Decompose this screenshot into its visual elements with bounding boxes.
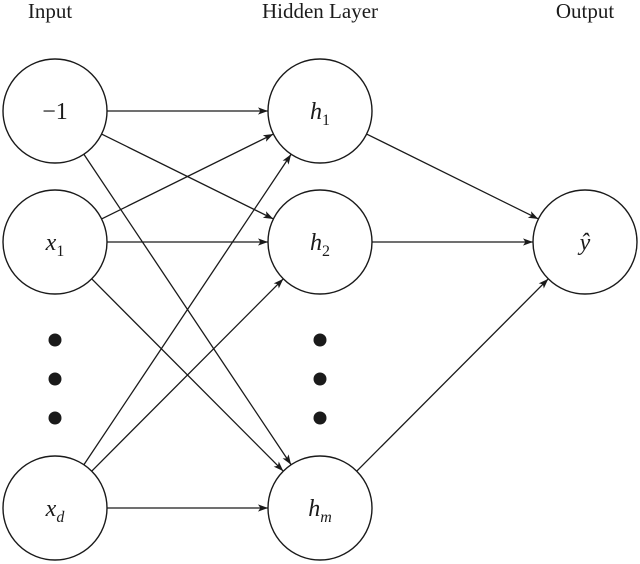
node-hm-circle	[267, 455, 373, 561]
node-h2-label: h2	[310, 230, 330, 260]
node-h1-label: h1	[310, 99, 330, 129]
hidden-layer-label: Hidden Layer	[262, 0, 378, 23]
edge-xd-h1	[83, 153, 292, 466]
node-h1-circle	[267, 58, 373, 164]
nodes-layer: −1 x1 xd h1 h2 hm ŷ	[2, 58, 638, 561]
ellipsis-layer	[48, 333, 327, 425]
input-ellipsis-dot	[48, 333, 62, 347]
node-neg1-label: −1	[42, 99, 68, 125]
node-xd-label: xd	[45, 496, 66, 526]
node-xd-circle	[2, 455, 108, 561]
node-hm-label: hm	[308, 496, 332, 526]
node-neg1-circle	[2, 58, 108, 164]
input-layer-label: Input	[28, 0, 72, 23]
node-neg1: −1	[2, 58, 108, 164]
hidden-ellipsis-dot	[313, 411, 327, 425]
node-x1: x1	[2, 189, 108, 295]
node-x1-circle	[2, 189, 108, 295]
node-x1-label: x1	[45, 230, 65, 260]
edge-x1-h1	[101, 133, 274, 220]
edges-layer	[83, 107, 549, 512]
input-ellipsis-dot	[48, 411, 62, 425]
edge-xd-h2	[91, 278, 284, 472]
node-yhat-label: ŷ	[578, 230, 591, 256]
hidden-ellipsis-dot	[313, 333, 327, 347]
input-ellipsis-dot	[48, 372, 62, 386]
edge-hm-yhat	[356, 278, 549, 472]
node-hm: hm	[267, 455, 373, 561]
node-h2: h2	[267, 189, 373, 295]
edge-h1-yhat	[366, 133, 539, 220]
node-yhat: ŷ	[532, 189, 638, 295]
node-yhat-circle	[532, 189, 638, 295]
hidden-ellipsis-dot	[313, 372, 327, 386]
node-xd: xd	[2, 455, 108, 561]
output-layer-label: Output	[556, 0, 615, 23]
node-h2-circle	[267, 189, 373, 295]
node-h1: h1	[267, 58, 373, 164]
